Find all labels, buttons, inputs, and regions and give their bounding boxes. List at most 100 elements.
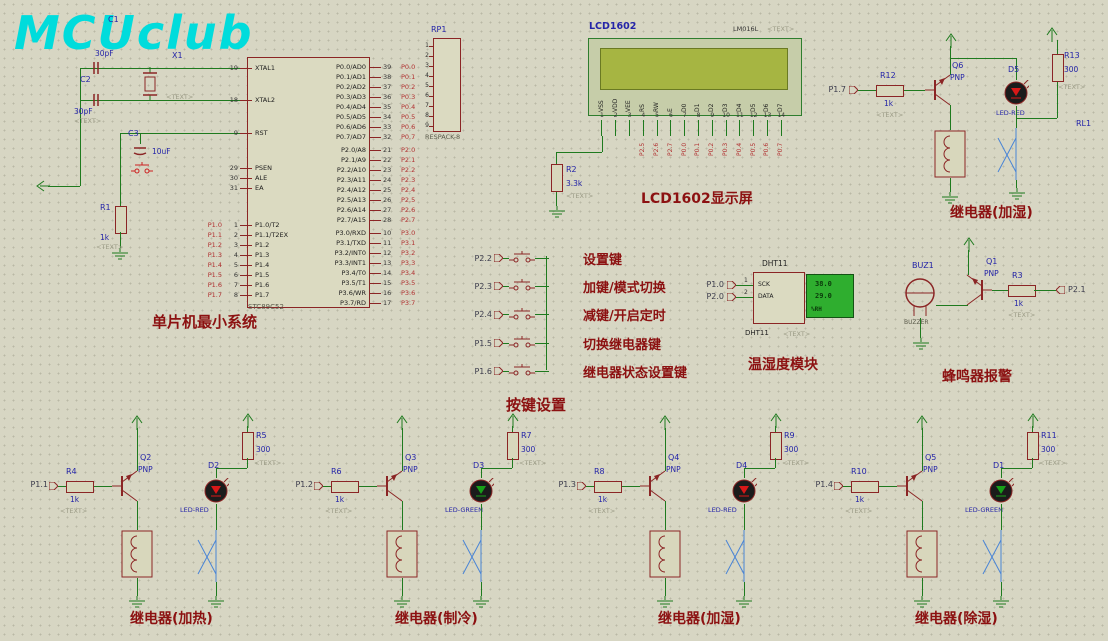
ground-terminal-icon[interactable] xyxy=(34,179,50,193)
dht11-body[interactable]: SCK DATA xyxy=(753,272,805,324)
ground-icon[interactable] xyxy=(206,596,226,610)
pin-name: D4 xyxy=(737,78,743,112)
push-button[interactable] xyxy=(509,250,535,266)
led-type: LED-RED xyxy=(180,507,209,514)
power-arrow-icon[interactable] xyxy=(1026,412,1040,428)
r12-resistor[interactable] xyxy=(876,85,904,97)
base-resistor[interactable] xyxy=(851,481,879,493)
pin-stub xyxy=(369,283,381,284)
c3-capacitor-symbol[interactable] xyxy=(132,144,148,158)
pin-stub xyxy=(601,120,602,136)
power-arrow-icon[interactable] xyxy=(962,236,976,252)
dht11-net2: P2.0 xyxy=(700,293,724,301)
rl1-relay-contact[interactable] xyxy=(990,128,1024,180)
d5-led[interactable] xyxy=(1003,80,1029,106)
rl1-ref: RL1 xyxy=(1076,120,1091,128)
terminal-flag-icon[interactable] xyxy=(49,482,58,490)
led[interactable] xyxy=(468,478,494,504)
terminal-flag-icon[interactable] xyxy=(727,281,736,289)
pin-number: 7 xyxy=(421,103,429,109)
capacitor-symbol[interactable] xyxy=(88,60,104,76)
terminal-flag-icon[interactable] xyxy=(494,311,503,319)
power-arrow-icon[interactable] xyxy=(944,32,958,48)
ground-icon[interactable] xyxy=(655,596,675,610)
rp1-pin: 9 xyxy=(421,121,434,131)
reset-button[interactable] xyxy=(131,162,153,176)
pullup-resistor[interactable] xyxy=(770,432,782,460)
pin-stub xyxy=(369,253,381,254)
push-button[interactable] xyxy=(509,363,535,379)
ground-icon[interactable] xyxy=(547,206,567,220)
capacitor-symbol[interactable] xyxy=(88,92,104,108)
pin-name: RW xyxy=(654,78,660,112)
mcu-pin-row: 19XTAL1 xyxy=(196,63,326,73)
power-arrow-icon[interactable] xyxy=(506,412,520,428)
r13-ref: R13 xyxy=(1064,52,1080,60)
buzzer-symbol[interactable] xyxy=(902,276,938,318)
base-resistor[interactable] xyxy=(331,481,359,493)
relay-contact[interactable] xyxy=(455,530,489,582)
led[interactable] xyxy=(203,478,229,504)
led[interactable] xyxy=(988,478,1014,504)
r1-resistor[interactable] xyxy=(115,206,127,234)
rl1-relay-coil[interactable] xyxy=(934,130,966,178)
relay-coil[interactable] xyxy=(121,530,153,578)
relay-contact[interactable] xyxy=(190,530,224,582)
pin-number: 1 xyxy=(225,222,240,229)
relay-coil[interactable] xyxy=(386,530,418,578)
push-button[interactable] xyxy=(509,278,535,294)
text-placeholder: <TEXT> xyxy=(1008,312,1035,319)
text-placeholder: <TEXT> xyxy=(588,508,615,515)
led[interactable] xyxy=(731,478,757,504)
rp1-body[interactable] xyxy=(433,38,461,132)
ground-icon[interactable] xyxy=(392,596,412,610)
text-placeholder: <TEXT> xyxy=(1058,84,1085,91)
wire xyxy=(922,501,923,530)
power-arrow-icon[interactable] xyxy=(769,412,783,428)
ground-icon[interactable] xyxy=(471,596,491,610)
terminal-flag-icon[interactable] xyxy=(727,293,736,301)
ground-icon[interactable] xyxy=(911,338,931,352)
mcu-pin-row: P3.4/T014P3.4 xyxy=(309,268,469,278)
relay-contact[interactable] xyxy=(975,530,1009,582)
pin-net-label: P0.4 xyxy=(397,104,415,111)
power-arrow-icon[interactable] xyxy=(241,412,255,428)
wire xyxy=(586,486,594,487)
push-button[interactable] xyxy=(509,307,535,323)
crystal-symbol[interactable] xyxy=(140,67,160,101)
pin-name: P3.0/RXD xyxy=(309,230,369,237)
relay-coil[interactable] xyxy=(649,530,681,578)
pullup-resistor[interactable] xyxy=(1027,432,1039,460)
base-resistor[interactable] xyxy=(66,481,94,493)
pin-stub xyxy=(369,180,381,181)
ground-icon[interactable] xyxy=(912,596,932,610)
terminal-flag-icon[interactable] xyxy=(494,282,503,290)
relay-contact[interactable] xyxy=(718,530,752,582)
relay-coil[interactable] xyxy=(906,530,938,578)
ground-icon[interactable] xyxy=(1007,188,1027,202)
push-button[interactable] xyxy=(509,335,535,351)
pullup-resistor[interactable] xyxy=(507,432,519,460)
pin-stub xyxy=(369,107,381,108)
pullup-resistor[interactable] xyxy=(242,432,254,460)
base-resistor[interactable] xyxy=(594,481,622,493)
terminal-flag-icon[interactable] xyxy=(494,367,503,375)
r13-resistor[interactable] xyxy=(1052,54,1064,82)
terminal-flag-icon[interactable] xyxy=(834,482,843,490)
ground-icon[interactable] xyxy=(991,596,1011,610)
r13-value: 300 xyxy=(1064,66,1078,74)
ground-icon[interactable] xyxy=(940,192,960,206)
ground-icon[interactable] xyxy=(734,596,754,610)
lcd-pin: D4 11 P0.4 xyxy=(733,78,747,156)
pin-number: 36 xyxy=(381,94,397,101)
pin-number: 26 xyxy=(381,197,397,204)
terminal-flag-icon[interactable] xyxy=(1056,286,1065,294)
r2-resistor[interactable] xyxy=(551,164,563,192)
terminal-flag-icon[interactable] xyxy=(849,86,858,94)
terminal-flag-icon[interactable] xyxy=(494,254,503,262)
ground-icon[interactable] xyxy=(127,596,147,610)
terminal-flag-icon[interactable] xyxy=(494,339,503,347)
terminal-flag-icon[interactable] xyxy=(577,482,586,490)
terminal-flag-icon[interactable] xyxy=(314,482,323,490)
r3-resistor[interactable] xyxy=(1008,285,1036,297)
